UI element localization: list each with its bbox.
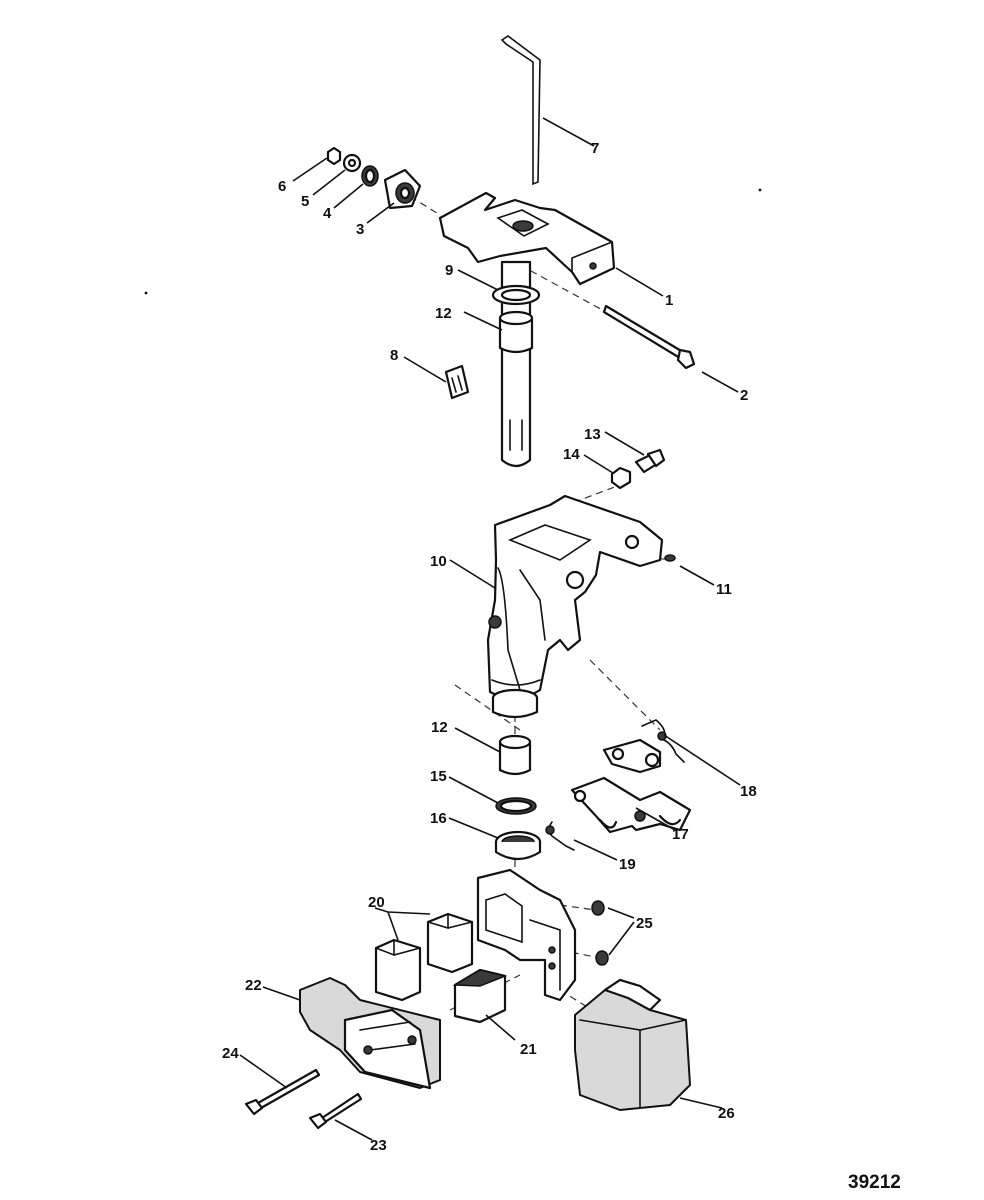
part-14-nut — [610, 466, 632, 490]
callout-22: 22 — [245, 977, 262, 994]
part-25-nuts — [591, 900, 609, 966]
part-26-clamp-pad — [574, 978, 691, 1111]
part-3-bushing — [383, 168, 422, 210]
part-2-bolt — [602, 304, 696, 370]
callout-2: 2 — [740, 387, 748, 404]
callout-25: 25 — [636, 915, 653, 932]
part-23-bolt — [308, 1092, 363, 1130]
callout-21: 21 — [520, 1041, 537, 1058]
leader-lines — [239, 117, 741, 1141]
callout-4: 4 — [323, 205, 332, 222]
part-20-pad-right — [426, 912, 474, 974]
callout-14: 14 — [563, 446, 580, 463]
part-1-bracket — [438, 191, 616, 286]
callout-13: 13 — [584, 426, 601, 443]
part-20-pad-left — [374, 938, 422, 1002]
part-12-bushing-upper — [498, 310, 534, 354]
part-15-o-ring — [495, 797, 537, 815]
callout-6: 6 — [278, 178, 286, 195]
part-22-left-clamp — [299, 977, 441, 1090]
callout-5: 5 — [301, 193, 309, 210]
callout-16: 16 — [430, 810, 447, 827]
part-13-screw — [634, 448, 666, 474]
drawing-number: 39212 — [848, 1172, 901, 1193]
part-21-block — [452, 968, 508, 1024]
part-18-spring — [641, 719, 685, 763]
part-24-bolt — [244, 1068, 321, 1116]
callout-12-upper: 12 — [435, 305, 452, 322]
part-7-rod — [500, 35, 541, 186]
callout-8: 8 — [390, 347, 398, 364]
part-4-spring-washer — [361, 165, 379, 187]
callout-3: 3 — [356, 221, 364, 238]
callout-15: 15 — [430, 768, 447, 785]
part-17-lever — [570, 738, 692, 834]
part-6-nut — [326, 146, 342, 166]
part-8-clip — [444, 364, 470, 400]
callout-10: 10 — [430, 553, 447, 570]
part-11-pin — [664, 554, 676, 562]
part-19-spring — [545, 821, 575, 851]
callout-23: 23 — [370, 1137, 387, 1154]
speck — [144, 291, 148, 295]
part-10-swivel-bracket — [486, 494, 664, 719]
part-5-washer — [342, 153, 362, 173]
callout-17: 17 — [672, 826, 689, 843]
callout-11: 11 — [716, 581, 732, 598]
callout-9: 9 — [445, 262, 453, 279]
callout-7: 7 — [591, 140, 599, 157]
clamp-frame — [476, 868, 577, 1002]
callout-24: 24 — [222, 1045, 239, 1062]
callout-12-lower: 12 — [431, 719, 448, 736]
callout-18: 18 — [740, 783, 757, 800]
callout-26: 26 — [718, 1105, 735, 1122]
callout-19: 19 — [619, 856, 636, 873]
part-9-ring — [491, 284, 541, 306]
callout-labels: 7 6 5 4 3 1 9 12 8 2 13 14 10 11 12 18 1… — [222, 140, 757, 1154]
speck — [758, 188, 762, 192]
part-16-seal — [494, 830, 542, 861]
callout-1: 1 — [665, 292, 673, 309]
callout-20: 20 — [368, 894, 385, 911]
part-12-bushing-lower — [498, 734, 532, 776]
